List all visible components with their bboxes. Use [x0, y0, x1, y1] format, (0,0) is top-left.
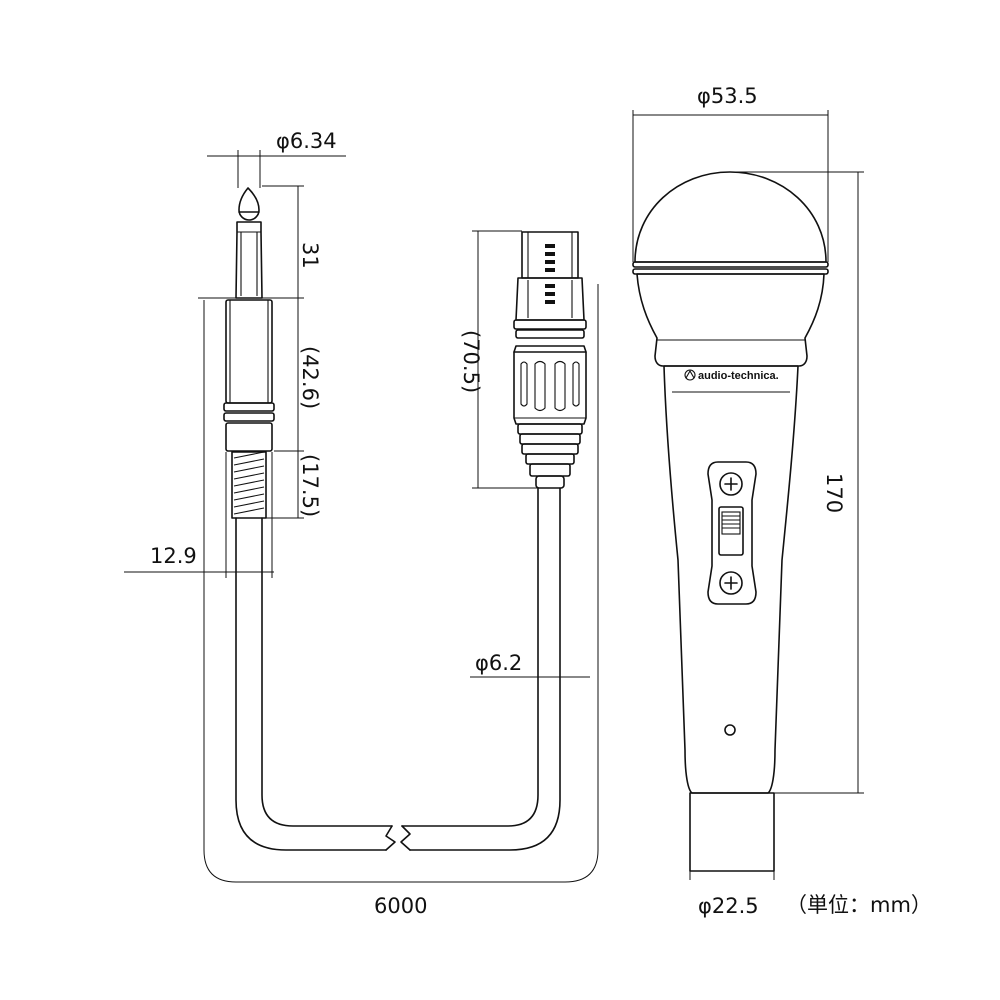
plug-diameter-label: φ6.34: [276, 129, 337, 153]
cable-diameter-label: φ6.2: [475, 651, 522, 675]
cable: [235, 487, 561, 851]
plug-strain-length-label: (17.5): [298, 454, 322, 517]
dimension-labels: φ6.34 31 (42.6) (17.5) 12.9 (70.5) φ6.2 …: [150, 84, 932, 918]
microphone: audio-technica.: [632, 171, 829, 872]
mic-length-label: 170: [822, 473, 846, 513]
xlr-connector: [513, 231, 587, 489]
unit-note: （単位：mm）: [786, 893, 932, 917]
handle-diameter-label: φ22.5: [698, 894, 759, 918]
plug-body-length-label: (42.6): [298, 346, 322, 409]
dimension-lines: [124, 110, 864, 883]
brand-logo: audio-technica.: [698, 370, 779, 382]
phone-plug: [223, 187, 275, 519]
plug-tip-length-label: 31: [298, 242, 322, 269]
plug-width-label: 12.9: [150, 544, 197, 568]
xlr-length-label: (70.5): [459, 330, 483, 393]
head-diameter-label: φ53.5: [697, 84, 758, 108]
cable-length-label: 6000: [374, 894, 427, 918]
